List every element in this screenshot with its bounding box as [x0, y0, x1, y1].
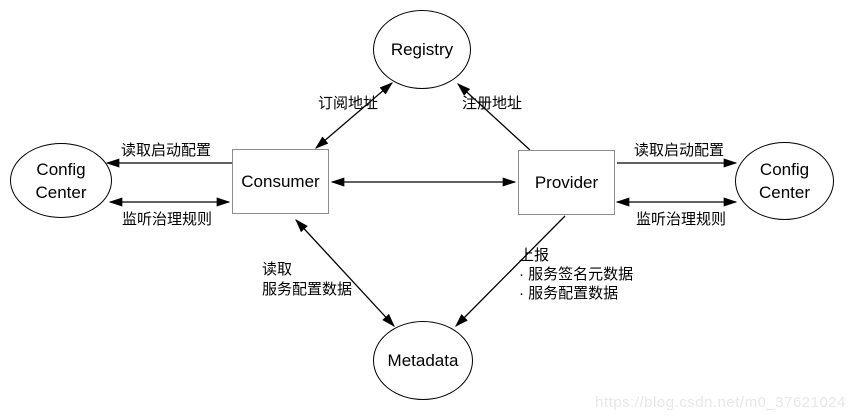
edge-provider-metadata — [455, 215, 566, 327]
node-config-center-left: Config Center — [10, 143, 112, 218]
node-config-center-right: Config Center — [735, 142, 834, 220]
node-consumer: Consumer — [232, 149, 329, 214]
edge-label-subscribe-address: 订阅地址 — [318, 95, 379, 112]
edge-consumer-metadata — [295, 219, 395, 327]
edge-label-read-boot-right: 读取启动配置 — [634, 142, 725, 159]
edge-label-listen-rules-right: 监听治理规则 — [636, 211, 727, 228]
node-registry: Registry — [373, 10, 471, 89]
edge-label-listen-rules-left: 监听治理规则 — [122, 211, 213, 228]
edge-label-read-boot-left: 读取启动配置 — [121, 142, 212, 159]
node-provider: Provider — [518, 150, 615, 215]
edge-consumer-registry — [315, 82, 393, 149]
edge-provider-registry — [457, 83, 531, 151]
edge-label-read-service-config: 读取 服务配置数据 — [262, 261, 353, 298]
watermark: https://blog.csdn.net/m0_37621024 — [595, 394, 846, 411]
edge-label-register-address: 注册地址 — [462, 95, 523, 112]
node-metadata: Metadata — [373, 321, 473, 400]
edge-label-report: 上报 · 服务签名元数据 · 服务配置数据 — [519, 247, 634, 302]
